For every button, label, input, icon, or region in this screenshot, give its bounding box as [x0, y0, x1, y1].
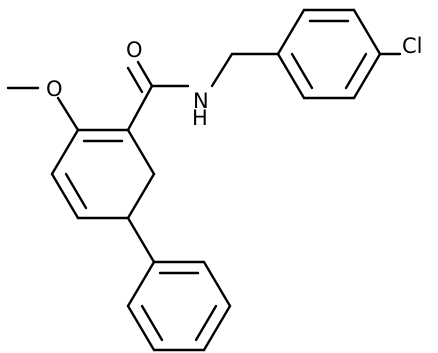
bond-ring-a-5 [50, 172, 80, 220]
bond-ring-a-5-inner [64, 172, 88, 210]
bond-carbonyl-oxygen-1 [136, 60, 154, 88]
bond-ring-c-3-inner [194, 304, 218, 342]
bond-nitrogen-methylene [210, 52, 234, 88]
bond-ring-carbonyl [126, 84, 154, 132]
bond-ring-b-3 [352, 8, 382, 56]
bond-ring-b-1 [276, 8, 306, 56]
bond-ring-c-3 [202, 304, 232, 352]
bond-ring-c-5-inner [140, 304, 164, 342]
bond-ring-a-6 [50, 128, 80, 176]
bond-ring-c-2 [202, 260, 232, 308]
carbonyl-oxygen-label: O [126, 38, 143, 62]
bond-ring-a-3 [126, 172, 156, 220]
methoxy-oxygen-label: O [46, 77, 63, 101]
amide-nitrogen-label: N [193, 89, 209, 113]
bond-oxygen-ring [56, 96, 80, 132]
bond-ring-a-2 [126, 128, 156, 176]
bond-ring-b-6 [276, 52, 306, 100]
amide-hydrogen-label: H [192, 106, 208, 130]
bond-ring-b-6-inner [290, 52, 314, 90]
bond-biphenyl-link [126, 216, 156, 264]
bond-ring-b-4 [352, 52, 382, 100]
bond-lines [6, 8, 402, 352]
bond-ring-c-6 [126, 260, 156, 308]
chlorine-label: Cl [402, 34, 423, 58]
bond-ring-b-4-inner [344, 52, 368, 90]
bond-ring-c-5 [126, 304, 156, 352]
bond-carbonyl-oxygen-2 [126, 66, 144, 94]
